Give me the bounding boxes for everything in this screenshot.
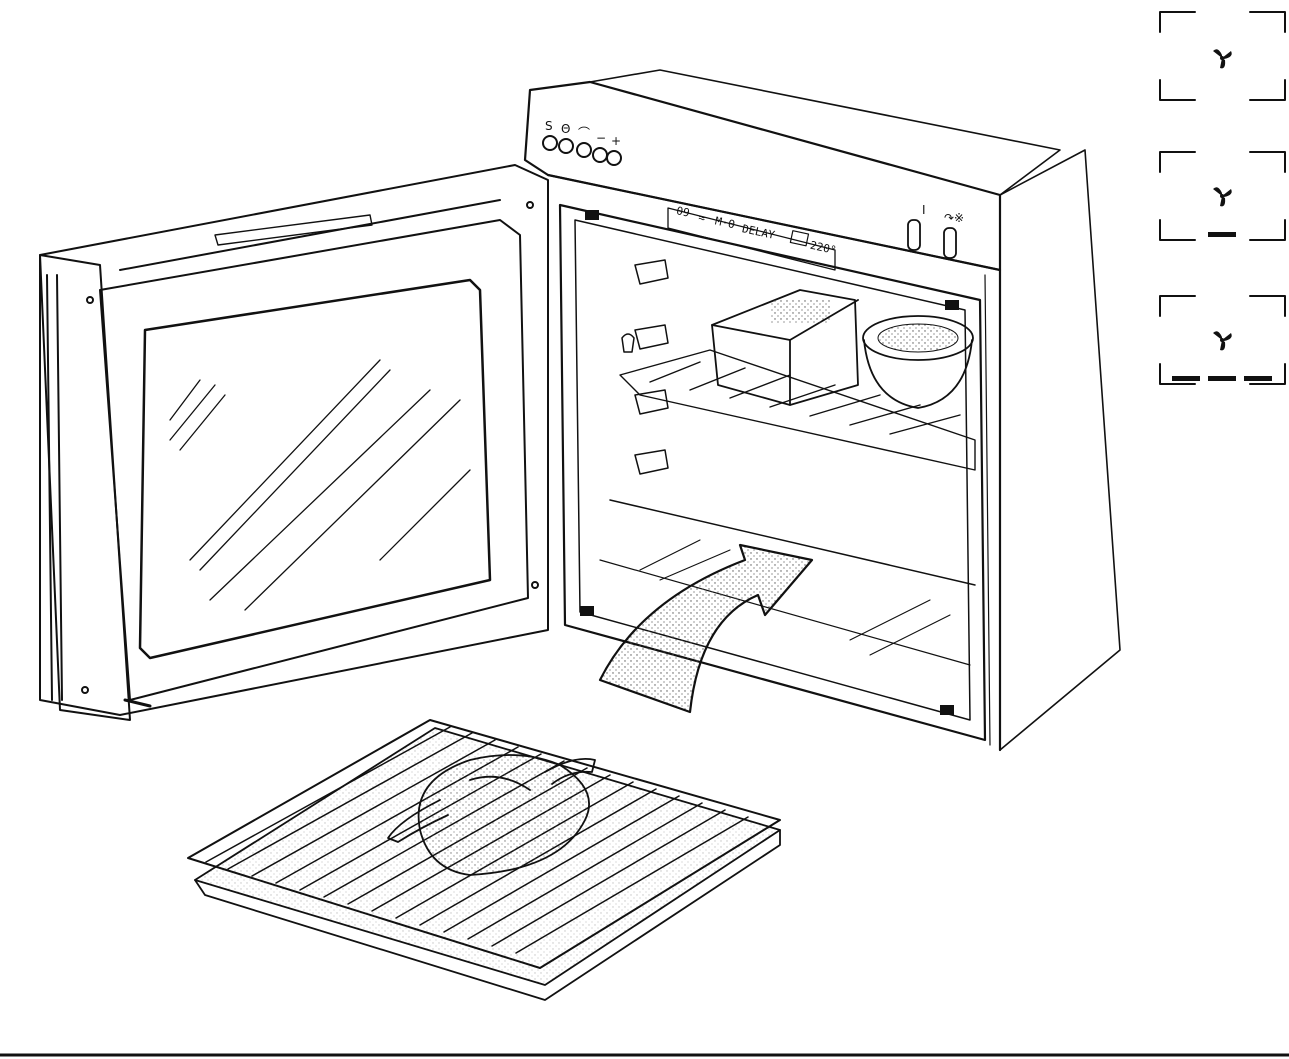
glass-reflection <box>169 359 471 611</box>
function-icon-fan-bottom-heat <box>1159 151 1286 241</box>
knob-left[interactable] <box>907 219 921 251</box>
oven-body <box>523 69 1121 752</box>
loaf-tin <box>711 289 859 406</box>
curved-arrow-icon <box>598 543 814 714</box>
knob-right[interactable] <box>943 227 957 259</box>
knob-label-left: I <box>922 203 926 217</box>
oven-cavity <box>558 203 987 742</box>
shelf-runners <box>634 259 669 475</box>
oven-lamp <box>621 333 635 353</box>
right-knobs: I ↷※ <box>907 203 964 259</box>
button-cook-time[interactable] <box>576 142 592 158</box>
oven-door <box>39 164 549 721</box>
fan-icon <box>1213 49 1232 69</box>
button-label-minus: − <box>596 131 606 145</box>
display-segment-1: 09 <box>675 204 691 219</box>
screw-icon <box>81 686 89 694</box>
button-label-cook: ⌒ <box>578 126 590 140</box>
display-segment-3: Μ·Θ <box>714 214 736 231</box>
function-icon-fan-only <box>1159 11 1286 101</box>
bowl <box>862 315 974 409</box>
control-buttons: S Θ ⌒ − + <box>542 119 622 166</box>
screw-icon <box>531 581 539 589</box>
button-minus[interactable] <box>592 147 608 163</box>
fan-icon <box>1213 331 1232 351</box>
door-window <box>138 278 492 660</box>
control-panel <box>523 80 1002 272</box>
button-label-timer: Θ <box>561 122 570 136</box>
button-plus[interactable] <box>606 150 622 166</box>
heater-bar-icon <box>1208 376 1236 381</box>
button-label-plus: + <box>611 134 621 148</box>
heater-bar-icon <box>1244 376 1272 381</box>
roast-chicken <box>387 754 596 876</box>
screw-icon <box>526 201 534 209</box>
lcd-display: 09 ≈ Μ·Θ DELAY 220° <box>667 204 838 271</box>
button-s[interactable] <box>542 135 558 151</box>
function-icon-fan-full-base-heat <box>1159 295 1286 385</box>
knob-label-right: ↷※ <box>944 211 964 225</box>
fan-icon <box>1213 187 1232 207</box>
button-timer[interactable] <box>558 138 574 154</box>
heater-bar-icon <box>1208 232 1236 237</box>
button-label-s: S <box>545 119 553 133</box>
inner-wire-shelf <box>619 349 976 471</box>
heater-bar-icon <box>1172 376 1200 381</box>
screw-icon <box>86 296 94 304</box>
display-segment-2: ≈ <box>697 211 707 225</box>
display-segment-4: DELAY <box>741 222 776 242</box>
display-segment-5: 220° <box>809 239 838 257</box>
